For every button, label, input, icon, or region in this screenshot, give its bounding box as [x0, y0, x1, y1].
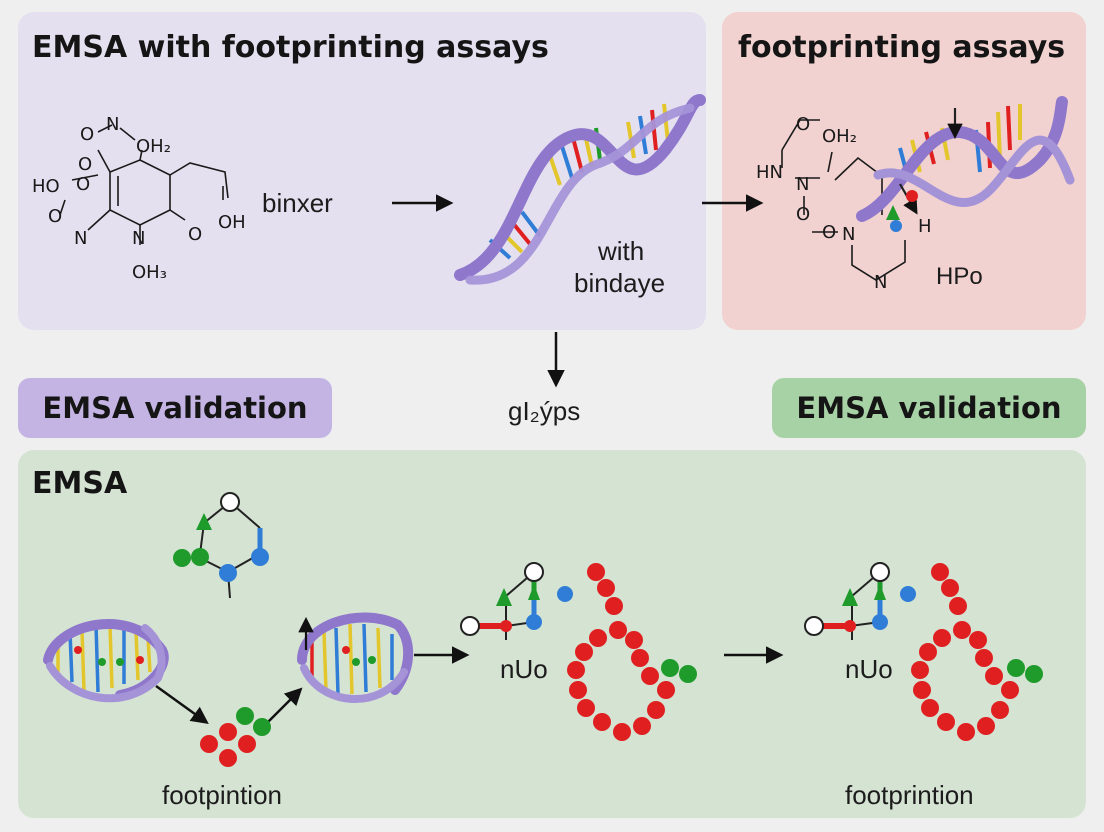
chemical-labels-left: O N OH₂ O HO O O N N O OH OH₃	[32, 114, 246, 283]
bead-chain-2	[911, 563, 1043, 741]
chem-left-4: O	[78, 154, 92, 175]
dna-helix-right	[856, 96, 1075, 232]
emsa-validation-pill-right: EMSA validation	[772, 378, 1086, 438]
chem-left-9: N	[132, 228, 145, 249]
chem-right-4: N	[796, 174, 809, 195]
chem-left-2: N	[106, 114, 119, 135]
chem-left-11: OH	[218, 212, 246, 233]
emsa-title: EMSA	[32, 466, 128, 501]
chem-left-1: O	[80, 124, 94, 145]
emsa-validation-pill-left: EMSA validation	[18, 378, 332, 438]
chem-left-6: O	[48, 206, 62, 227]
nuo-label-2: nUo	[845, 654, 893, 684]
hpo-label: HPo	[936, 263, 983, 290]
chem-right-1: O	[796, 114, 810, 135]
red-marker	[906, 190, 918, 202]
chem-left-10: O	[188, 224, 202, 245]
chem-right-9: H	[918, 216, 932, 237]
dna-loop-left	[43, 619, 169, 703]
dna-label-line1: with	[597, 236, 644, 266]
dna-label-line2: bindaye	[574, 268, 665, 298]
chemical-structure-left	[59, 124, 229, 245]
emsa-footprinting-title: EMSA with footprinting assays	[32, 30, 549, 65]
bead-chain-1	[567, 563, 697, 741]
chem-right-8: N	[874, 272, 887, 293]
green-triangle-marker	[886, 205, 900, 220]
chem-left-7: O	[76, 174, 90, 195]
chem-right-7: N	[842, 224, 855, 245]
dna-helix-top	[454, 94, 706, 285]
chem-right-3: HN	[756, 162, 783, 183]
chem-right-5: O	[796, 204, 810, 225]
chem-left-12: OH₃	[132, 262, 167, 283]
chem-right-2: OH₂	[822, 126, 857, 147]
footprint-label-left: footpintion	[162, 780, 282, 810]
nuo-label-1: nUo	[500, 654, 548, 684]
bead-cluster	[200, 707, 271, 767]
footprinting-title: footprinting assays	[738, 30, 1066, 65]
footprint-label-right: footprintion	[845, 780, 974, 810]
gel-label: gI₂ýps	[508, 396, 581, 426]
node-structure-small	[173, 492, 269, 599]
emsa-panel	[18, 450, 1086, 818]
blue-marker	[890, 220, 902, 232]
chem-right-6: O	[822, 222, 836, 243]
chemical-labels-right: O OH₂ HN N O O N N H	[756, 114, 932, 293]
chem-left-8: N	[74, 228, 87, 249]
chem-left-5: HO	[32, 176, 60, 197]
arrow-loop-to-dots	[155, 684, 209, 725]
protein-complex-1	[460, 562, 573, 640]
dna-loop-middle	[297, 612, 414, 704]
protein-complex-2	[804, 562, 916, 640]
binder-label: binxer	[262, 188, 333, 218]
chem-left-3: OH₂	[136, 136, 171, 157]
